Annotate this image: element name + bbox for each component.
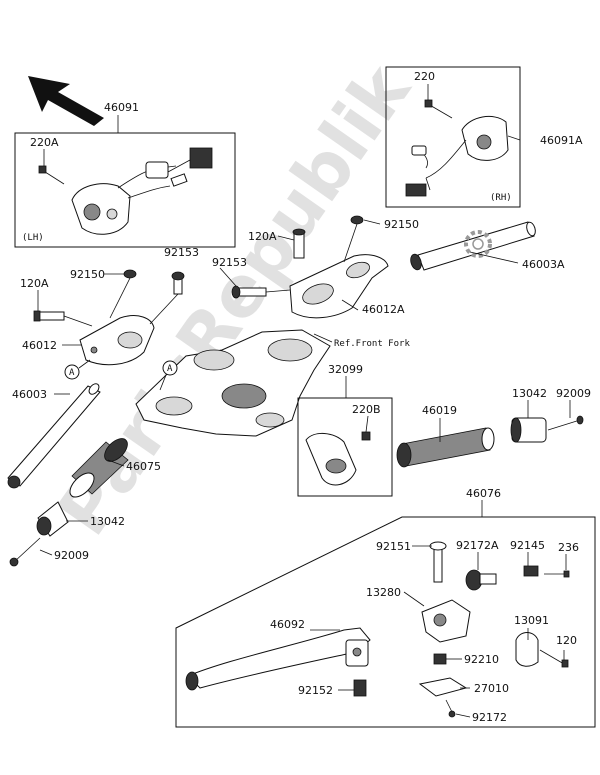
lh-tag: (LH) [22, 233, 44, 243]
right-screw-92009 [547, 415, 584, 431]
bolt-120A-left [33, 310, 93, 327]
callout-92009-left: 92009 [54, 549, 89, 562]
callout-120A-top: 120A [248, 230, 277, 243]
bolt-92150-left [109, 269, 137, 319]
reference-mark-a-right-label: A [167, 364, 173, 374]
left-grip [69, 438, 129, 498]
lever-collar-92152 [353, 679, 367, 697]
callout-220B: 220B [352, 403, 381, 416]
callout-27010: 27010 [474, 682, 509, 695]
callout-92172: 92172 [472, 711, 507, 724]
front-direction-arrow-icon [28, 76, 104, 126]
pivot-bolt-92151 [429, 541, 447, 583]
rh-screw-220 [424, 99, 453, 119]
callout-46076: 46076 [466, 487, 501, 500]
callout-120A-left: 120A [20, 277, 49, 290]
screw-92172 [445, 699, 456, 718]
callout-13091: 13091 [514, 614, 549, 627]
callout-46075: 46075 [126, 460, 161, 473]
left-screw-92009 [9, 537, 41, 567]
brake-lever-box [175, 516, 596, 728]
reference-mark-a-left-label: A [69, 368, 75, 378]
callout-46019: 46019 [422, 404, 457, 417]
throttle-housing [305, 431, 371, 486]
clip-92145 [523, 565, 539, 577]
rh-switch-box [385, 66, 521, 208]
bolt-92153-right [231, 285, 291, 299]
adjuster-92172A [465, 569, 497, 591]
ref-front-fork-label: Ref.Front Fork [334, 339, 410, 349]
callout-120: 120 [556, 634, 577, 647]
callout-46091: 46091 [104, 101, 139, 114]
right-grip [396, 427, 495, 468]
brake-lever [185, 627, 371, 691]
callout-92150-left: 92150 [70, 268, 105, 281]
lh-switch-box [14, 132, 236, 248]
right-upper-clamp [289, 254, 389, 319]
nut-92210 [433, 653, 447, 665]
callout-92172A: 92172A [456, 539, 499, 552]
callout-236: 236 [558, 541, 579, 554]
leader-lines [37, 84, 571, 718]
reference-mark-a-right: A [159, 360, 178, 391]
callout-92210: 92210 [464, 653, 499, 666]
callout-13280: 13280 [366, 586, 401, 599]
left-bar-end-weight [36, 501, 69, 537]
callout-46012A: 46012A [362, 303, 405, 316]
callout-92009-right: 92009 [556, 387, 591, 400]
bolt-120A-upper [292, 228, 306, 259]
callout-46091A: 46091A [540, 134, 583, 147]
rh-tag: (RH) [490, 193, 512, 203]
bolt-92150-upper [343, 215, 364, 263]
callout-46092: 46092 [270, 618, 305, 631]
callout-92152: 92152 [298, 684, 333, 697]
lh-screw-220A [38, 165, 65, 185]
gear-icon [464, 230, 492, 258]
callout-92145: 92145 [510, 539, 545, 552]
reference-mark-a-left: A [64, 359, 91, 380]
callout-92150-top: 92150 [384, 218, 419, 231]
right-bar-end-weight [510, 417, 547, 443]
switch-27010 [418, 677, 468, 697]
callout-46003: 46003 [12, 388, 47, 401]
rh-switch-housing [405, 115, 509, 197]
bolt-120-lower [539, 649, 569, 668]
throttle-assembly-box [297, 397, 393, 497]
callout-46012: 46012 [22, 339, 57, 352]
callout-46003A: 46003A [522, 258, 565, 271]
upper-triple-clamp [135, 329, 331, 437]
left-upper-clamp [79, 315, 155, 366]
master-cylinder-body [421, 599, 471, 643]
callout-32099: 32099 [328, 363, 363, 376]
callout-13042-left: 13042 [90, 515, 125, 528]
callout-13042-right: 13042 [512, 387, 547, 400]
lh-switch-housing [71, 147, 213, 235]
callout-92153-left: 92153 [164, 246, 199, 259]
bolt-92153-left [149, 271, 185, 325]
clamp-13091 [515, 632, 539, 667]
callout-220A-lh: 220A [30, 136, 59, 149]
callout-92151: 92151 [376, 540, 411, 553]
callout-220-rh: 220 [414, 70, 435, 83]
callout-92153-right: 92153 [212, 256, 247, 269]
left-handlebar [7, 383, 101, 489]
screw-236 [544, 570, 570, 578]
